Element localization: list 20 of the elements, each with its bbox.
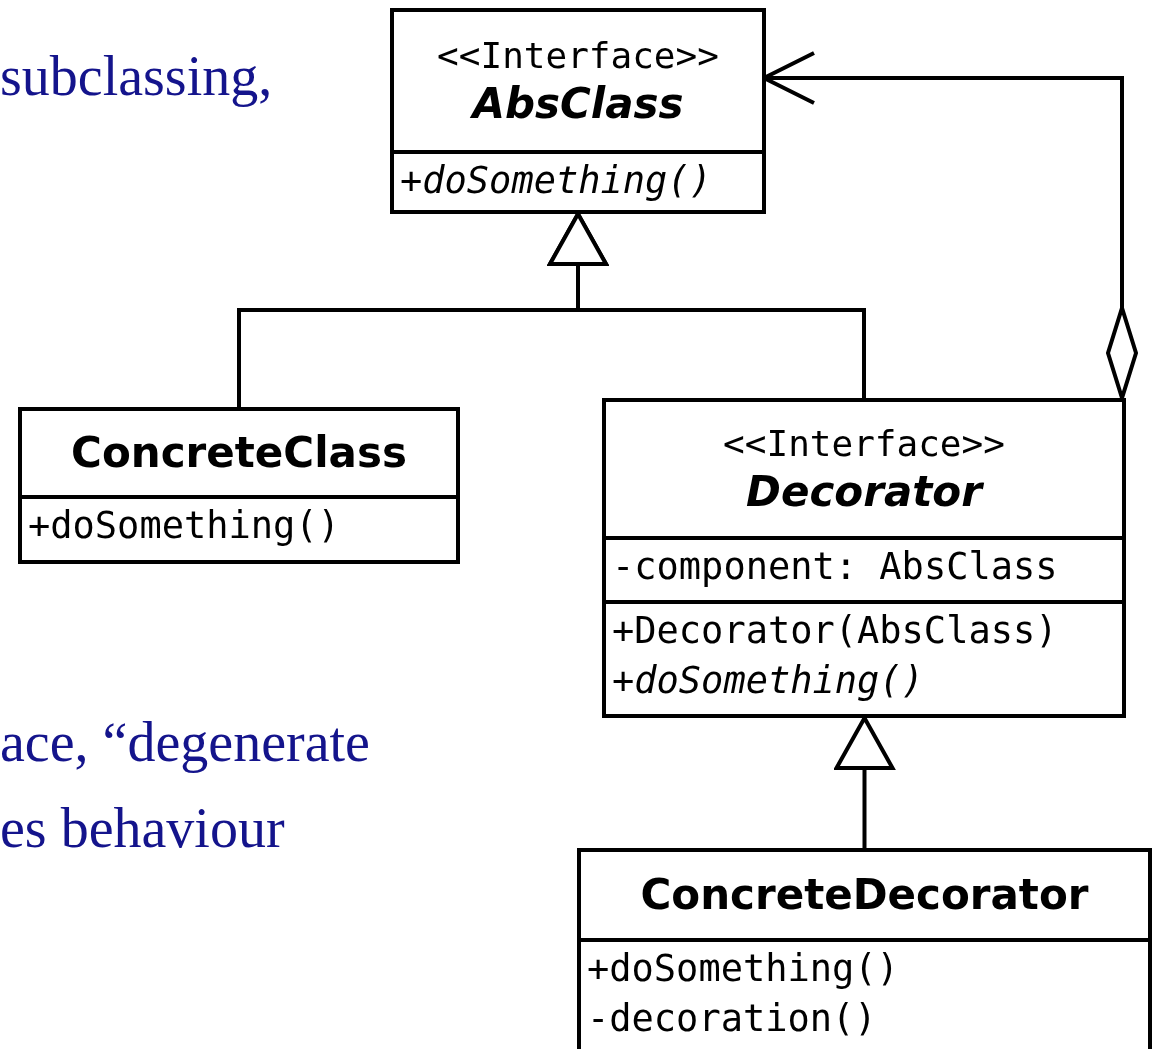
generalization-arrow	[548, 212, 866, 398]
stereotype-label: <<Interface>>	[437, 34, 719, 78]
member-compartment: +doSomething() -decoration()	[581, 938, 1148, 1049]
class-name: ConcreteDecorator	[640, 870, 1089, 920]
generalization-arrow	[834, 716, 895, 848]
class-box	[577, 848, 1152, 1049]
class-box	[390, 8, 766, 214]
background-text: ace, “degenerate	[0, 712, 370, 772]
class-name: AbsClass	[472, 79, 684, 129]
class-box	[18, 407, 460, 564]
background-text: subclassing,	[0, 46, 273, 106]
member-compartment: +doSomething()	[22, 495, 456, 560]
member-compartment: +Decorator(AbsClass) +doSomething()	[606, 600, 1122, 714]
class-name: ConcreteClass	[71, 428, 407, 478]
stereotype-label: <<Interface>>	[723, 422, 1005, 466]
background-text: es behaviour	[0, 798, 285, 858]
member-compartment: -component: AbsClass	[606, 536, 1122, 600]
member-compartment: +doSomething()	[394, 150, 762, 214]
class-name: Decorator	[746, 467, 982, 517]
class-box	[602, 398, 1126, 718]
